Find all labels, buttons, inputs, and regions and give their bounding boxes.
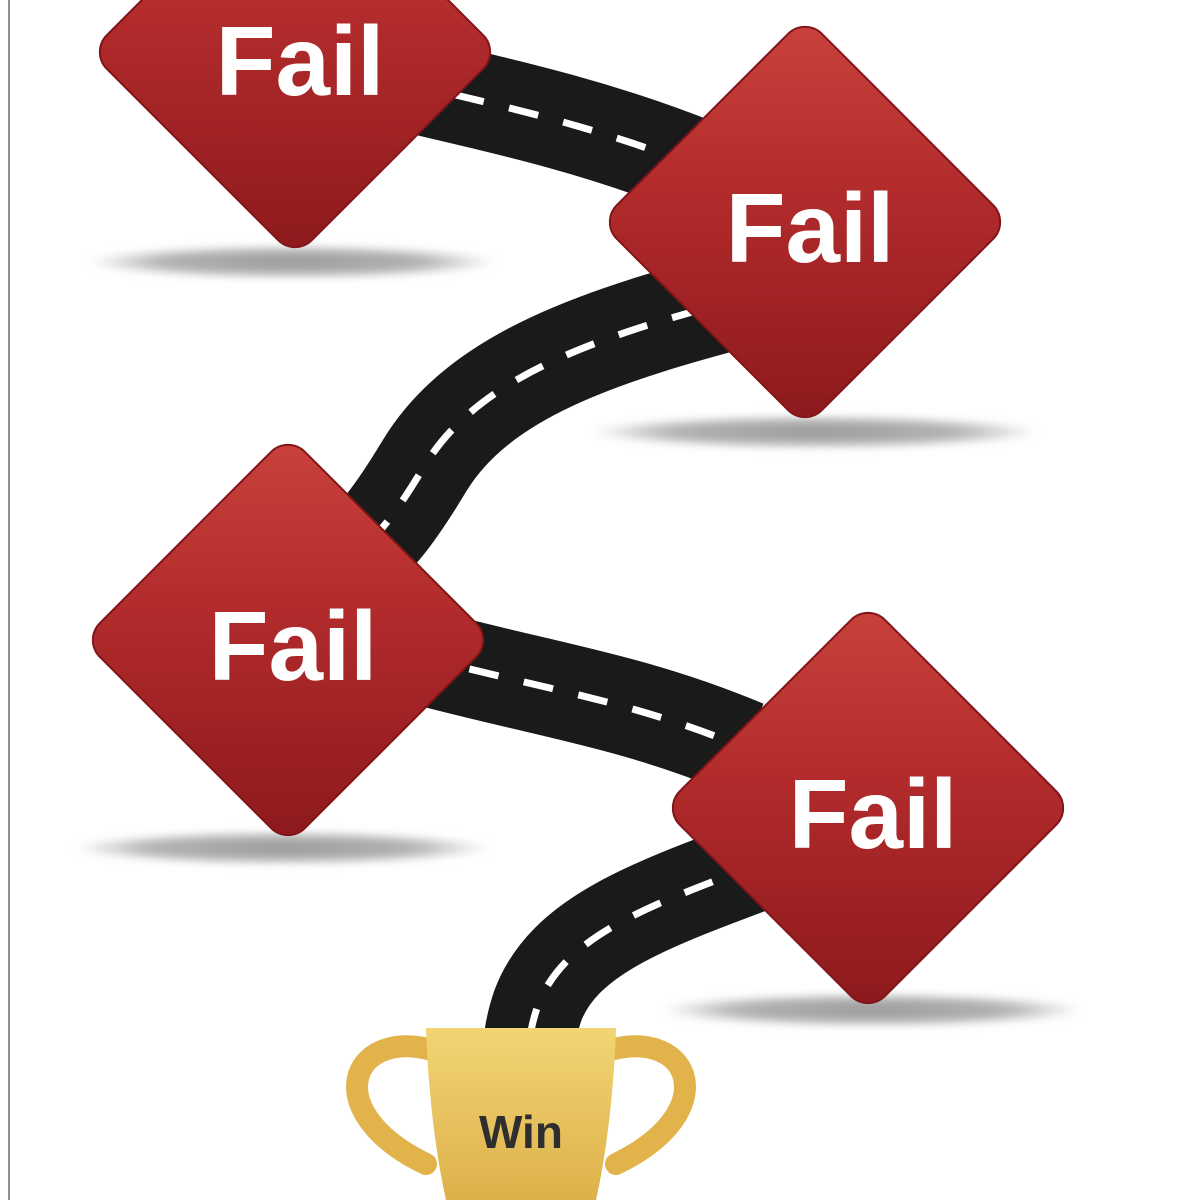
fail-node-1-diamond	[98, 0, 492, 249]
fail-node-3: Fail	[91, 443, 485, 837]
shadow-fail-1	[87, 245, 497, 279]
fail-node-2: Fail	[608, 25, 1002, 419]
trophy-icon: Win	[346, 1028, 696, 1200]
shadow-fail-4	[660, 993, 1084, 1027]
road-dashes-4	[524, 858, 767, 1096]
fail-node-3-label: Fail	[209, 591, 378, 701]
trophy-cup	[426, 1028, 616, 1200]
road-dashes-3	[414, 651, 747, 752]
shadow-fail-3	[74, 831, 490, 865]
fail-node-2-label: Fail	[726, 173, 895, 283]
fail-node-4-label: Fail	[789, 759, 958, 869]
fail-node-2-diamond	[608, 25, 1002, 419]
fail-node-1: Fail	[98, 0, 492, 249]
fail-node-4-diamond	[671, 611, 1065, 1005]
fail-node-4: Fail	[671, 611, 1065, 1005]
trophy-left-handle	[346, 1035, 443, 1175]
fail-node-3-diamond	[91, 443, 485, 837]
fail-node-1-label: Fail	[216, 6, 385, 116]
trophy-right-handle	[599, 1035, 696, 1175]
win-label: Win	[479, 1106, 563, 1158]
shadow-fail-2	[590, 415, 1040, 449]
